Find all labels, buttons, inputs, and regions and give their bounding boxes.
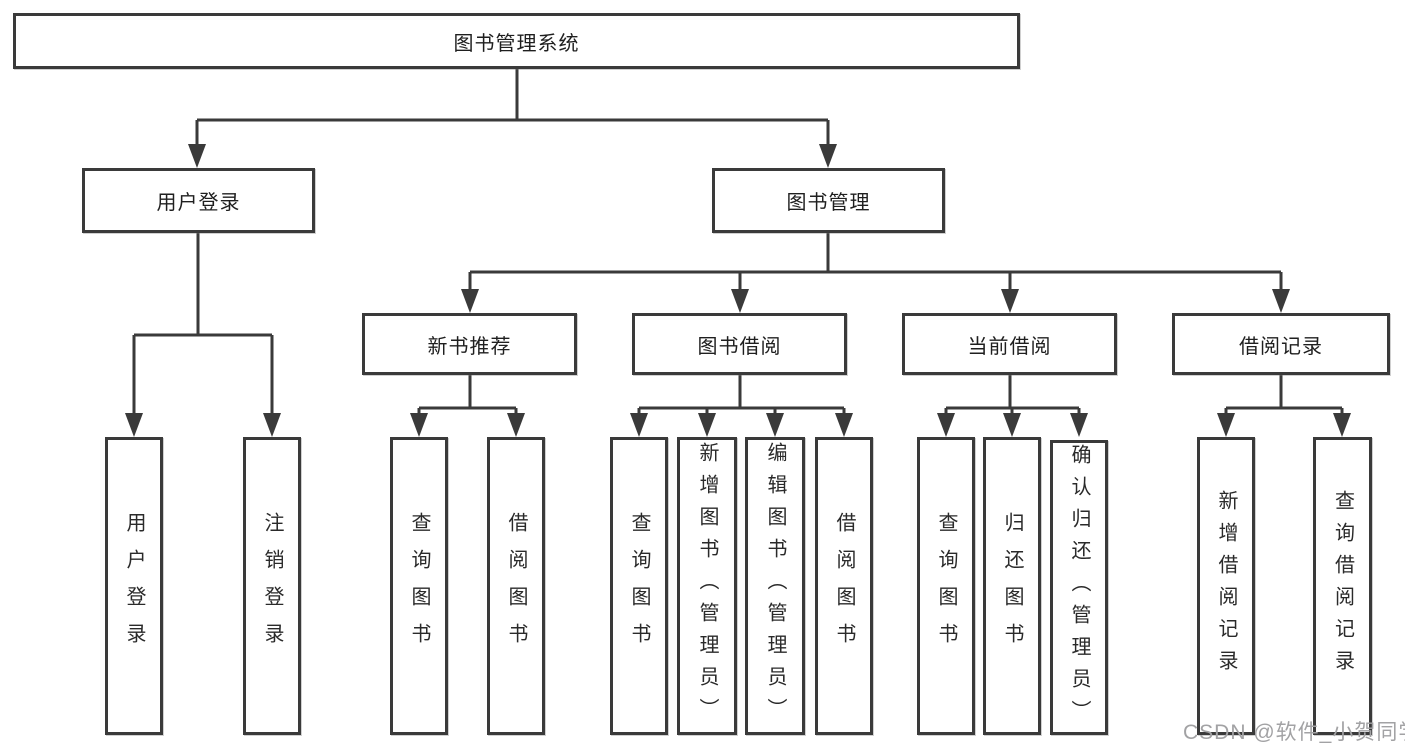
node-book-management: 图书管理 [712, 168, 945, 233]
node-current-borrowing: 当前借阅 [902, 313, 1117, 375]
node-label: 借阅记录 [1239, 335, 1323, 358]
leaf-add-borrow-record: 新增借阅记录 [1197, 437, 1255, 735]
leaf-label: 新增图书（管理员） [696, 442, 718, 730]
leaf-borrow-books-recommend: 借阅图书 [487, 437, 545, 735]
leaf-user-login: 用户登录 [105, 437, 163, 735]
node-label: 图书借阅 [697, 335, 782, 358]
leaf-label: 查询图书 [628, 512, 650, 660]
leaf-confirm-return-admin: 确认归还（管理员） [1050, 440, 1108, 735]
leaf-label: 注销登录 [261, 512, 283, 660]
node-user-login: 用户登录 [82, 168, 315, 233]
leaf-query-books-current: 查询图书 [917, 437, 975, 735]
leaf-query-books-recommend: 查询图书 [390, 437, 448, 735]
leaf-label: 查询图书 [935, 512, 957, 660]
leaf-add-books-admin: 新增图书（管理员） [677, 437, 737, 735]
leaf-label: 借阅图书 [505, 512, 527, 660]
leaf-logout: 注销登录 [243, 437, 301, 735]
leaf-label: 查询图书 [408, 512, 430, 660]
leaf-label: 借阅图书 [833, 512, 855, 660]
leaf-label: 归还图书 [1001, 512, 1023, 660]
node-library-management-system: 图书管理系统 [13, 13, 1020, 69]
leaf-edit-books-admin: 编辑图书（管理员） [745, 437, 805, 735]
arrowheads [125, 144, 1351, 437]
leaf-label: 用户登录 [123, 512, 145, 660]
node-label: 图书管理系统 [453, 32, 580, 55]
leaf-query-books-borrowing: 查询图书 [610, 437, 668, 735]
node-label: 用户登录 [156, 192, 241, 214]
leaf-label: 查询借阅记录 [1331, 490, 1354, 682]
node-label: 图书管理 [786, 192, 871, 214]
node-label: 当前借阅 [967, 335, 1052, 358]
node-book-borrowing: 图书借阅 [632, 313, 847, 375]
node-borrowing-records: 借阅记录 [1172, 313, 1390, 375]
node-new-book-recommendation: 新书推荐 [362, 313, 577, 375]
leaf-label: 确认归还（管理员） [1068, 443, 1090, 732]
leaf-label: 编辑图书（管理员） [764, 442, 786, 730]
node-label: 新书推荐 [427, 335, 512, 358]
leaf-label: 新增借阅记录 [1215, 490, 1237, 682]
leaf-return-books: 归还图书 [983, 437, 1041, 735]
leaf-query-borrow-record: 查询借阅记录 [1313, 437, 1372, 735]
leaf-borrow-books-borrowing: 借阅图书 [815, 437, 873, 735]
csdn-watermark: CSDN @软件_小贺同学 [1183, 721, 1405, 744]
